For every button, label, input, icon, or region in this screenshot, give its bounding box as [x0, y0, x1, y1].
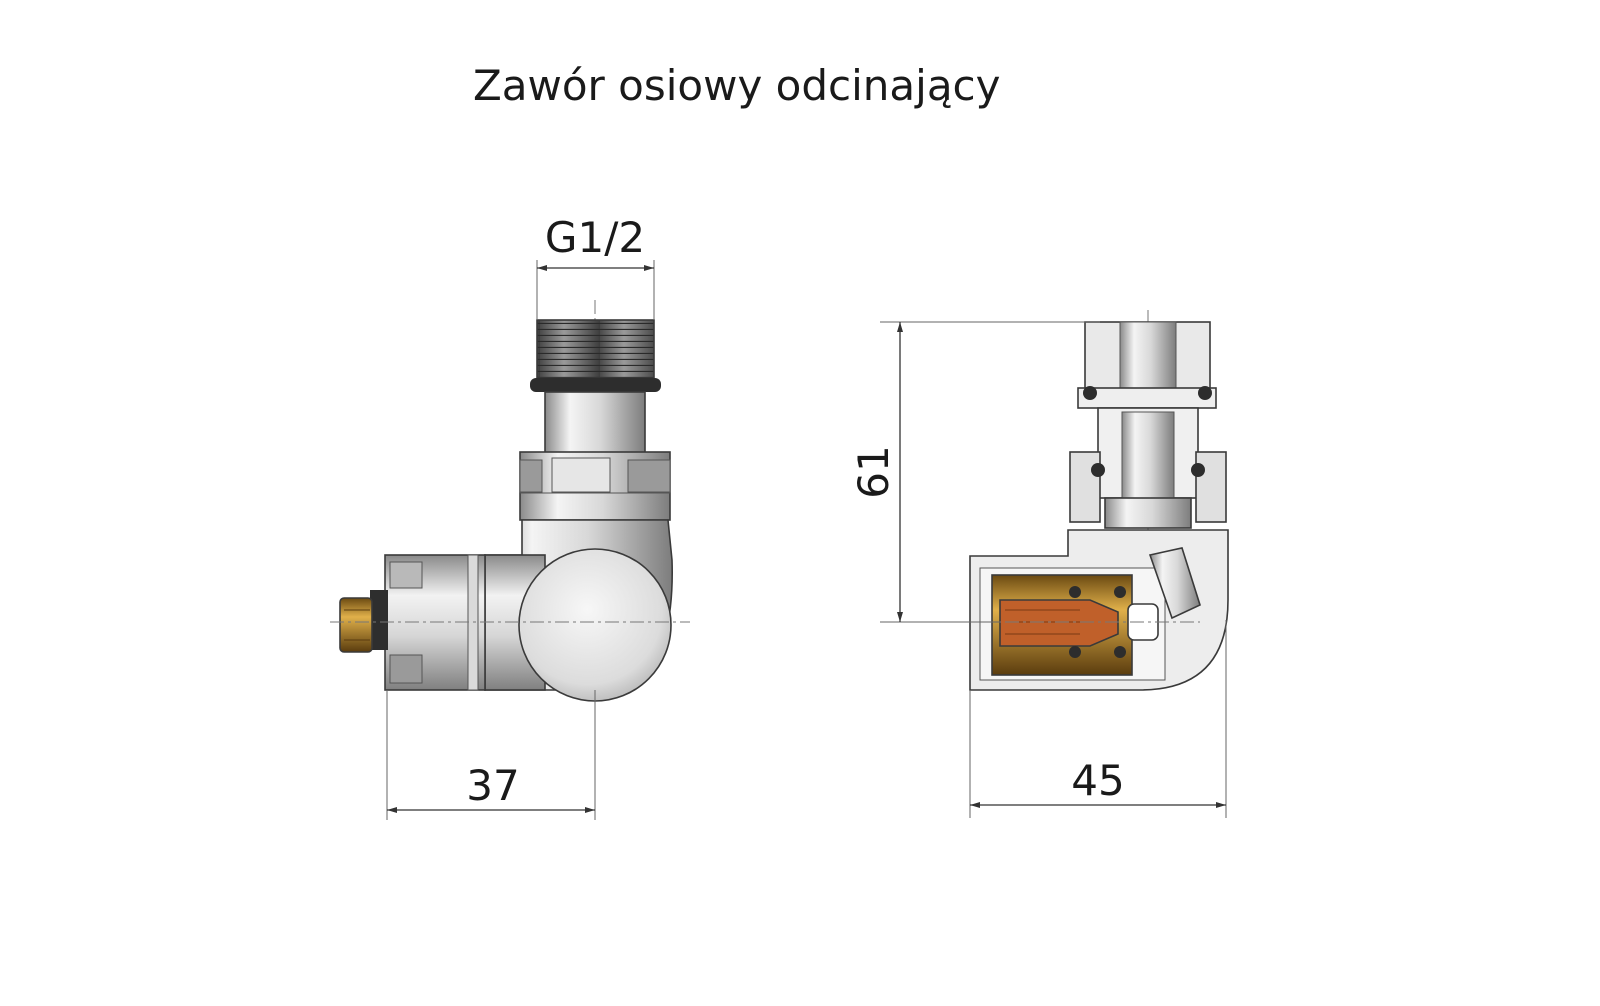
- thread-dimension: G1/2: [536, 213, 655, 320]
- height-dimension-61: 61: [849, 321, 1100, 623]
- section-height-label: 61: [849, 445, 898, 498]
- valve-side-view: G1/2 37: [330, 213, 690, 820]
- drawing-title: Zawór osiowy odcinający: [473, 61, 1001, 110]
- hex-nut: [519, 451, 671, 521]
- elbow-body: [484, 519, 673, 702]
- width-dimension-37: 37: [386, 690, 596, 820]
- valve-cap: [518, 548, 672, 702]
- thread-size-label: G1/2: [545, 213, 645, 262]
- width-dimension-45: 45: [969, 620, 1227, 818]
- side-width-label: 37: [466, 761, 519, 810]
- valve-section-view: 61 45: [849, 310, 1229, 818]
- brass-spindle: [339, 590, 388, 653]
- thread-connector: [530, 319, 661, 459]
- section-width-label: 45: [1071, 756, 1124, 805]
- section-upper-fitting: [1069, 321, 1227, 529]
